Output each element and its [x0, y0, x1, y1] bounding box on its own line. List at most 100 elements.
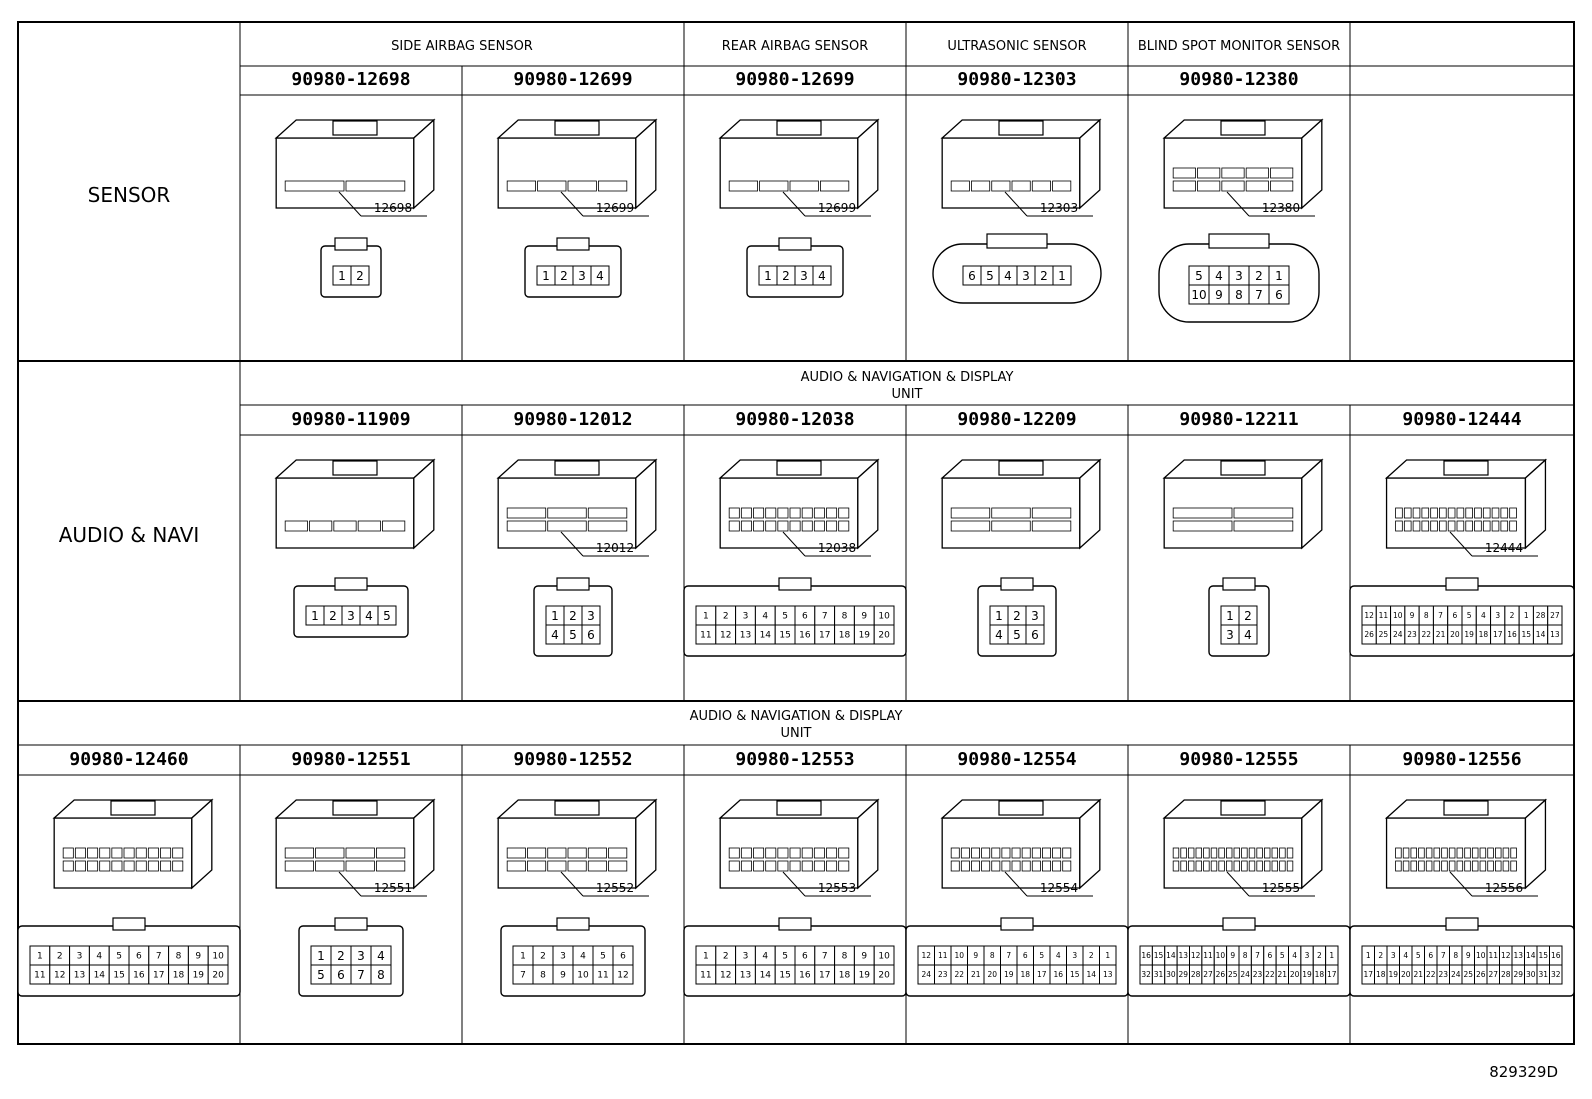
cavity: [1491, 520, 1500, 532]
pin-number: 8: [377, 968, 385, 982]
cavity: [971, 180, 991, 192]
cavity: [1031, 847, 1041, 859]
leader-line: [1449, 531, 1473, 557]
cavity: [728, 860, 740, 872]
part-tag: 12554: [1040, 881, 1078, 895]
part-number: 90980-11909: [291, 409, 410, 430]
pin-number: 27: [1203, 970, 1213, 979]
latch: [554, 120, 600, 136]
cavity: [1482, 507, 1491, 519]
pin-number: 13: [74, 971, 85, 981]
pin-number: 22: [1426, 970, 1436, 979]
pin-number: 1: [1366, 951, 1371, 960]
cavity: [838, 507, 850, 519]
cavity: [1495, 860, 1502, 872]
cavity: [1510, 860, 1517, 872]
row-label-sensor: SENSOR: [88, 183, 171, 207]
part-number: 90980-12038: [735, 409, 854, 430]
cavity: [1180, 860, 1187, 872]
cavity: [1500, 507, 1509, 519]
cavity: [1225, 847, 1233, 859]
pin-number: 2: [1089, 951, 1094, 960]
cavity: [789, 860, 801, 872]
cavity: [1248, 860, 1256, 872]
cavity: [1448, 860, 1456, 872]
pin-number: 20: [1401, 970, 1411, 979]
cavity: [1471, 860, 1479, 872]
part-number: 90980-12209: [957, 409, 1076, 430]
pin-number: 7: [1438, 611, 1443, 620]
cavity: [1395, 507, 1403, 519]
pin-number: 19: [1302, 970, 1312, 979]
pin-number: 3: [1226, 628, 1234, 642]
face-key: [1000, 577, 1034, 591]
cavity: [740, 507, 752, 519]
pin-number: 2: [1255, 269, 1263, 283]
pin-number: 16: [799, 631, 811, 641]
leader-line: [560, 871, 584, 897]
cavity: [587, 860, 607, 872]
cavity: [1001, 847, 1011, 859]
pin-number: 9: [195, 952, 201, 962]
cavity: [1456, 520, 1465, 532]
cavity: [1180, 847, 1187, 859]
pin-number: 3: [743, 952, 749, 962]
pin-number: 13: [1550, 630, 1560, 639]
cavity: [284, 860, 314, 872]
part-tag: 12303: [1040, 201, 1078, 215]
latch: [332, 120, 378, 136]
face-key: [1445, 577, 1479, 591]
pin-number: 9: [1230, 951, 1235, 960]
face-key: [112, 917, 146, 931]
figure-id: 829329D: [1489, 1063, 1558, 1081]
cavity: [1248, 847, 1256, 859]
pin-number: 4: [1481, 611, 1486, 620]
cavity: [506, 180, 536, 192]
pin-number: 1: [1105, 951, 1110, 960]
cavity: [759, 180, 789, 192]
cavity: [1270, 167, 1294, 179]
pin-number: 4: [1403, 951, 1408, 960]
part-tag: 12012: [596, 541, 634, 555]
cavity: [1172, 180, 1196, 192]
pin-number: 9: [973, 951, 978, 960]
pin-number: 24: [1240, 970, 1250, 979]
pin-number: 5: [600, 952, 606, 962]
pin-number: 20: [878, 971, 890, 981]
pin-number: 7: [1006, 951, 1011, 960]
cavity: [1062, 847, 1072, 859]
cavity: [826, 520, 838, 532]
cavity: [1062, 860, 1072, 872]
cavity: [309, 520, 333, 532]
pin-number: 4: [377, 949, 385, 963]
cavity: [1233, 507, 1294, 519]
pin-number: 3: [560, 952, 566, 962]
pin-number: 30: [1166, 970, 1176, 979]
cavity: [1286, 847, 1294, 859]
cavity: [826, 507, 838, 519]
cavity: [1502, 860, 1510, 872]
pin-number: 5: [1013, 628, 1021, 642]
cavity: [950, 180, 970, 192]
pin-number: 20: [212, 971, 224, 981]
pin-number: 5: [383, 609, 391, 623]
pin-number: 12: [720, 971, 731, 981]
pin-number: 2: [1013, 609, 1021, 623]
cavity: [813, 507, 825, 519]
cavity: [1233, 520, 1294, 532]
cavity: [1425, 847, 1433, 859]
pin-cell: [1052, 265, 1072, 286]
cavity: [820, 180, 850, 192]
pin-number: 5: [1039, 951, 1044, 960]
connector-side: [413, 118, 435, 210]
latch: [110, 800, 156, 816]
pin-number: 11: [700, 631, 711, 641]
pin-number: 3: [743, 612, 749, 622]
group-title: BLIND SPOT MONITOR SENSOR: [1138, 39, 1340, 54]
group-title: REAR AIRBAG SENSOR: [722, 39, 869, 54]
pin-number: 21: [1436, 630, 1446, 639]
cavity: [765, 847, 777, 859]
connector-side: [1079, 118, 1101, 210]
